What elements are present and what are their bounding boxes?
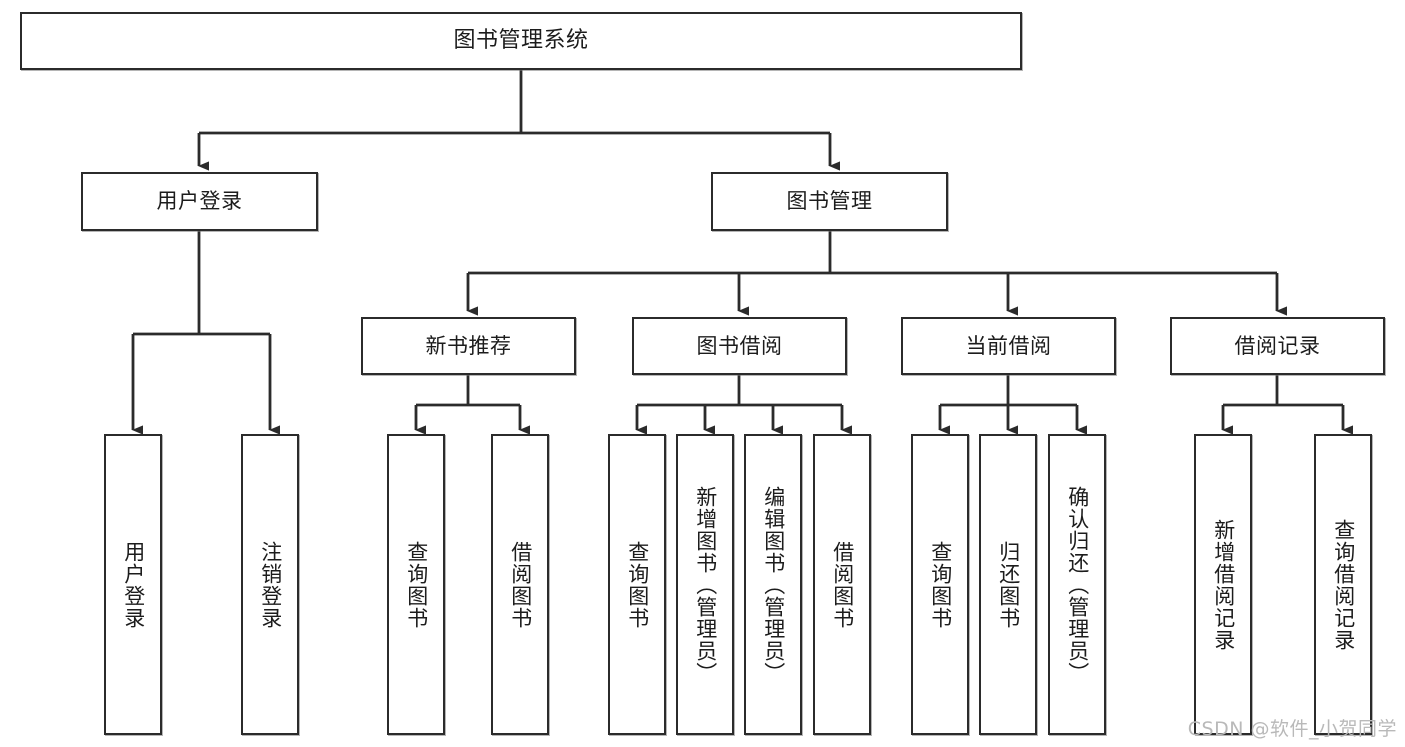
node-label: 新增图书（管理员） <box>693 485 718 684</box>
node-borrow-record[interactable]: 借阅记录 <box>1170 317 1385 375</box>
node-leaf-query-book-recommend[interactable]: 查询图书 <box>387 434 445 735</box>
node-label: 用户登录 <box>121 540 146 629</box>
node-root-book-management-system[interactable]: 图书管理系统 <box>20 12 1022 70</box>
node-leaf-confirm-return-admin[interactable]: 确认归还（管理员） <box>1048 434 1106 735</box>
node-new-book-recommend[interactable]: 新书推荐 <box>361 317 576 375</box>
node-leaf-borrow-book-recommend[interactable]: 借阅图书 <box>491 434 549 735</box>
node-book-management[interactable]: 图书管理 <box>711 172 948 231</box>
node-label: 注销登录 <box>258 540 283 629</box>
node-leaf-logout[interactable]: 注销登录 <box>241 434 299 735</box>
node-leaf-borrow-book[interactable]: 借阅图书 <box>813 434 871 735</box>
node-label: 新书推荐 <box>425 333 512 358</box>
node-label: 编辑图书（管理员） <box>761 485 786 684</box>
node-label: 图书管理系统 <box>453 28 589 54</box>
node-label: 图书管理 <box>786 189 873 214</box>
node-label: 查询图书 <box>625 540 650 629</box>
node-leaf-query-book-current[interactable]: 查询图书 <box>911 434 969 735</box>
node-leaf-return-book[interactable]: 归还图书 <box>979 434 1037 735</box>
node-label: 图书借阅 <box>696 333 783 358</box>
node-label: 借阅图书 <box>508 540 533 629</box>
node-label: 查询图书 <box>928 540 953 629</box>
node-label: 当前借阅 <box>965 333 1052 358</box>
node-label: 借阅记录 <box>1234 333 1321 358</box>
node-label: 借阅图书 <box>830 540 855 629</box>
node-label: 归还图书 <box>996 540 1021 629</box>
node-label: 用户登录 <box>156 189 243 214</box>
node-leaf-add-book-admin[interactable]: 新增图书（管理员） <box>676 434 734 735</box>
node-label: 查询图书 <box>404 540 429 629</box>
node-leaf-user-login[interactable]: 用户登录 <box>104 434 162 735</box>
node-label: 确认归还（管理员） <box>1065 485 1090 684</box>
node-book-borrow[interactable]: 图书借阅 <box>632 317 847 375</box>
node-leaf-add-borrow-record[interactable]: 新增借阅记录 <box>1194 434 1252 735</box>
node-user-login[interactable]: 用户登录 <box>81 172 318 231</box>
node-leaf-edit-book-admin[interactable]: 编辑图书（管理员） <box>744 434 802 735</box>
node-label: 新增借阅记录 <box>1211 518 1236 651</box>
node-label: 查询借阅记录 <box>1331 518 1356 651</box>
node-current-borrow[interactable]: 当前借阅 <box>901 317 1116 375</box>
node-leaf-query-book-borrow[interactable]: 查询图书 <box>608 434 666 735</box>
node-leaf-query-borrow-record[interactable]: 查询借阅记录 <box>1314 434 1372 735</box>
